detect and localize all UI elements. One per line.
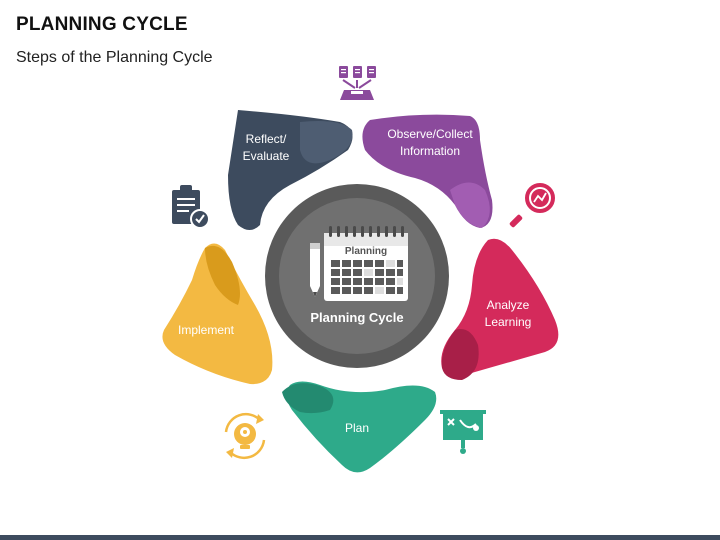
bottom-bar [0,535,720,540]
calendar-icon: Planning [324,226,408,301]
petal-observe-fold [450,182,490,228]
petal-reflect[interactable]: Reflect/ Evaluate [228,110,353,230]
center-hub: Planning Planning Cycle [265,184,449,368]
lightbulb-gear-icon [224,412,266,460]
petal-analyze[interactable]: Analyze Learning [441,238,559,380]
page-title: PLANNING CYCLE [16,14,188,35]
documents-inbox-icon [339,66,376,100]
petal-implement-shape [162,243,273,385]
petal-analyze-label-1: Analyze [487,298,530,312]
clipboard-check-icon [172,185,210,229]
petal-implement-label: Implement [178,323,235,337]
magnifier-chart-icon [509,183,555,228]
petal-observe[interactable]: Observe/Collect Information [362,114,493,228]
calendar-title: Planning [345,246,387,257]
petal-plan-label: Plan [345,421,369,435]
pencil-icon [310,243,320,297]
petal-reflect-label-2: Evaluate [243,149,290,163]
petal-observe-label-2: Information [400,144,460,158]
petal-implement-fold [205,245,240,305]
petal-analyze-label-2: Learning [485,315,532,329]
center-label: Planning Cycle [310,310,403,325]
petal-implement[interactable]: Implement [162,243,273,385]
petal-observe-label-1: Observe/Collect [387,127,473,141]
petal-plan[interactable]: Plan [282,381,437,473]
strategy-board-icon [440,410,486,454]
petal-plan-fold [282,383,334,414]
page-subtitle: Steps of the Planning Cycle [16,49,213,66]
petal-analyze-fold [441,329,479,380]
petal-reflect-label-1: Reflect/ [246,132,287,146]
petal-reflect-fold [300,121,353,164]
